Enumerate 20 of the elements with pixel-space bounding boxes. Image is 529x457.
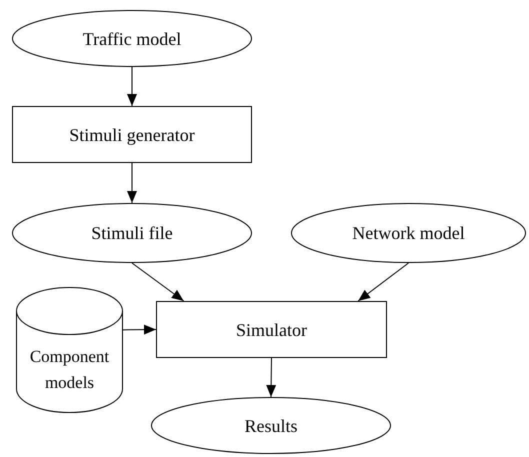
node-label: Component models xyxy=(28,346,110,394)
arrow xyxy=(132,262,184,302)
arrow xyxy=(266,358,276,398)
node-label: Simulator xyxy=(236,318,307,340)
arrow xyxy=(127,66,137,106)
node-label: Results xyxy=(244,414,298,436)
node-label: Stimuli generator xyxy=(69,124,195,146)
arrow xyxy=(122,324,156,335)
process-box xyxy=(156,301,387,358)
arrow xyxy=(127,162,137,204)
ellipse-node xyxy=(12,10,252,67)
database-cylinder xyxy=(16,287,123,413)
ellipse-node xyxy=(151,397,391,454)
arrow xyxy=(358,262,409,302)
node-label: Network model xyxy=(352,222,465,244)
ellipse-node xyxy=(12,203,252,263)
node-label: Stimuli file xyxy=(91,222,173,244)
process-box xyxy=(12,106,252,163)
node-label: Traffic model xyxy=(82,28,182,50)
ellipse-node xyxy=(291,203,526,263)
